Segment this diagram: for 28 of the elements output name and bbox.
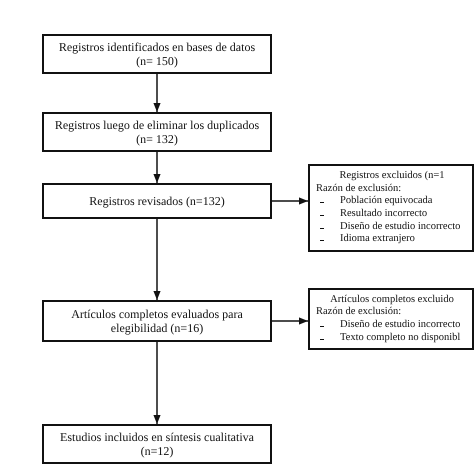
- list-item: Población equivocada: [340, 195, 432, 206]
- process-box: [42, 112, 272, 152]
- box-text: Estudios incluidos en síntesis cualitativa (n=12): [59, 430, 255, 458]
- box-text: Registros luego de eliminar los duplicados (n= 132): [54, 118, 260, 146]
- list-item: Idioma extranjero: [340, 233, 415, 244]
- arrow: [153, 219, 161, 300]
- process-box: [42, 34, 272, 74]
- box-heading: Artículos completos excluido: [329, 294, 455, 306]
- exclusion-box: [308, 164, 474, 252]
- list-item: Resultado incorrecto: [340, 208, 428, 219]
- process-box: [42, 424, 272, 464]
- list-item: Diseño de estudio incorrecto: [340, 319, 460, 330]
- arrow: [153, 342, 161, 424]
- list-item: Diseño de estudio incorrecto: [340, 220, 460, 232]
- arrow: [153, 74, 161, 112]
- process-box: [42, 300, 272, 342]
- exclusion-box: [308, 288, 474, 350]
- list-item: Texto completo no disponibl: [340, 332, 460, 343]
- box-text: Artículos completos evaluados para elegibilidad (n=16): [70, 306, 244, 336]
- box-text: Registros revisados (n=132): [89, 194, 225, 208]
- arrow: [272, 197, 308, 205]
- box-subheading: Razón de exclusión:: [316, 306, 402, 319]
- arrow: [153, 152, 161, 183]
- box-subheading: Razón de exclusión:: [316, 182, 402, 196]
- box-heading: Registros excluidos (n=1: [338, 170, 446, 183]
- process-box: [42, 183, 272, 219]
- box-text: Registros identificados en bases de datos (n= 150): [58, 40, 256, 68]
- arrow: [272, 317, 308, 325]
